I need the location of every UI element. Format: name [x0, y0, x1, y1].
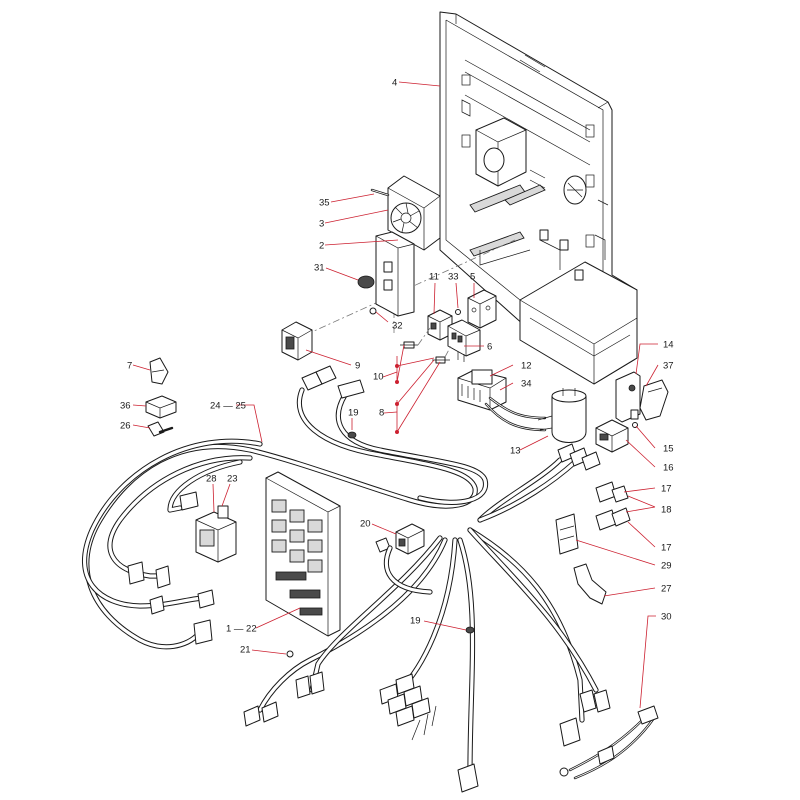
callout-label-c37: 37	[663, 361, 674, 372]
callout-label-c8: 8	[379, 408, 384, 419]
callout-label-c18: 18	[661, 505, 672, 516]
callout-label-c16: 16	[663, 463, 674, 474]
wire-connectors-part-25	[127, 365, 365, 645]
callout-label-c19b: 19	[410, 616, 421, 627]
callout-label-c12: 12	[521, 361, 532, 372]
switch-part-16	[595, 419, 629, 453]
callout-label-c17b: 17	[661, 543, 672, 554]
clamp-part-26	[147, 421, 174, 437]
callout-label-c7: 7	[127, 361, 132, 372]
wire-harness-part-24	[81, 387, 489, 650]
screw-part-21	[286, 650, 294, 658]
callout-label-c9: 9	[355, 361, 360, 372]
harness-connectors	[243, 443, 611, 793]
wire-harness-main	[257, 457, 599, 773]
callout-label-c13: 13	[510, 446, 521, 457]
handle-part-37	[639, 379, 669, 421]
callout-label-c4: 4	[392, 78, 397, 89]
callout-label-c10: 10	[373, 372, 384, 383]
block-part-36	[145, 395, 177, 419]
fuse-part-8	[432, 356, 450, 364]
capacitor-part-13	[537, 388, 587, 443]
callout-label-c21: 21	[240, 645, 251, 656]
terminal-block-part-5	[455, 289, 497, 329]
callout-label-c24-25: 24 — 25	[210, 401, 246, 412]
callout-label-c3: 3	[319, 219, 324, 230]
callout-label-c30: 30	[661, 612, 672, 623]
switch-part-9	[281, 321, 313, 361]
lever-part-27	[573, 563, 607, 605]
back-panel-part-4	[439, 11, 638, 385]
callout-label-c6: 6	[487, 342, 492, 353]
leader-dots	[395, 364, 399, 434]
relay-part-20	[375, 523, 425, 555]
callout-label-c27: 27	[661, 584, 672, 595]
callout-label-c23: 23	[227, 474, 238, 485]
callout-label-c32: 32	[392, 321, 403, 332]
connector-board-part-28	[195, 505, 237, 563]
callout-label-c34: 34	[521, 379, 532, 390]
bracket-part-29	[555, 513, 579, 555]
cap-part-31	[357, 275, 375, 289]
callout-label-c29: 29	[661, 561, 672, 572]
callout-label-c15: 15	[663, 444, 674, 455]
callout-label-c31: 31	[314, 263, 325, 274]
callout-label-c14: 14	[663, 340, 674, 351]
callout-label-c2: 2	[319, 241, 324, 252]
callout-label-c11: 11	[429, 272, 439, 283]
fan-part-3	[370, 175, 441, 251]
clip-part-7	[149, 357, 169, 385]
harness-part-30	[559, 705, 659, 780]
pcb-part-1	[265, 471, 341, 637]
callout-label-c33: 33	[448, 272, 459, 283]
grommet-part-19	[347, 431, 475, 634]
fuse-part-10	[400, 341, 418, 349]
callout-label-c5: 5	[470, 272, 475, 283]
callout-label-c35: 35	[319, 198, 330, 209]
switch-part-17	[595, 481, 631, 531]
callout-label-c36: 36	[120, 401, 131, 412]
bracket-part-32	[369, 231, 415, 317]
terminal-block-part-6	[447, 319, 481, 362]
transformer-part-12	[457, 369, 547, 432]
callout-label-c19a: 19	[348, 408, 359, 419]
latch-part-15	[630, 409, 639, 428]
callout-label-c1-22: 1 — 22	[226, 624, 257, 635]
callout-label-c26: 26	[120, 421, 131, 432]
callout-label-c17a: 17	[661, 484, 672, 495]
callout-label-c20: 20	[360, 519, 371, 530]
callout-label-c28: 28	[206, 474, 217, 485]
